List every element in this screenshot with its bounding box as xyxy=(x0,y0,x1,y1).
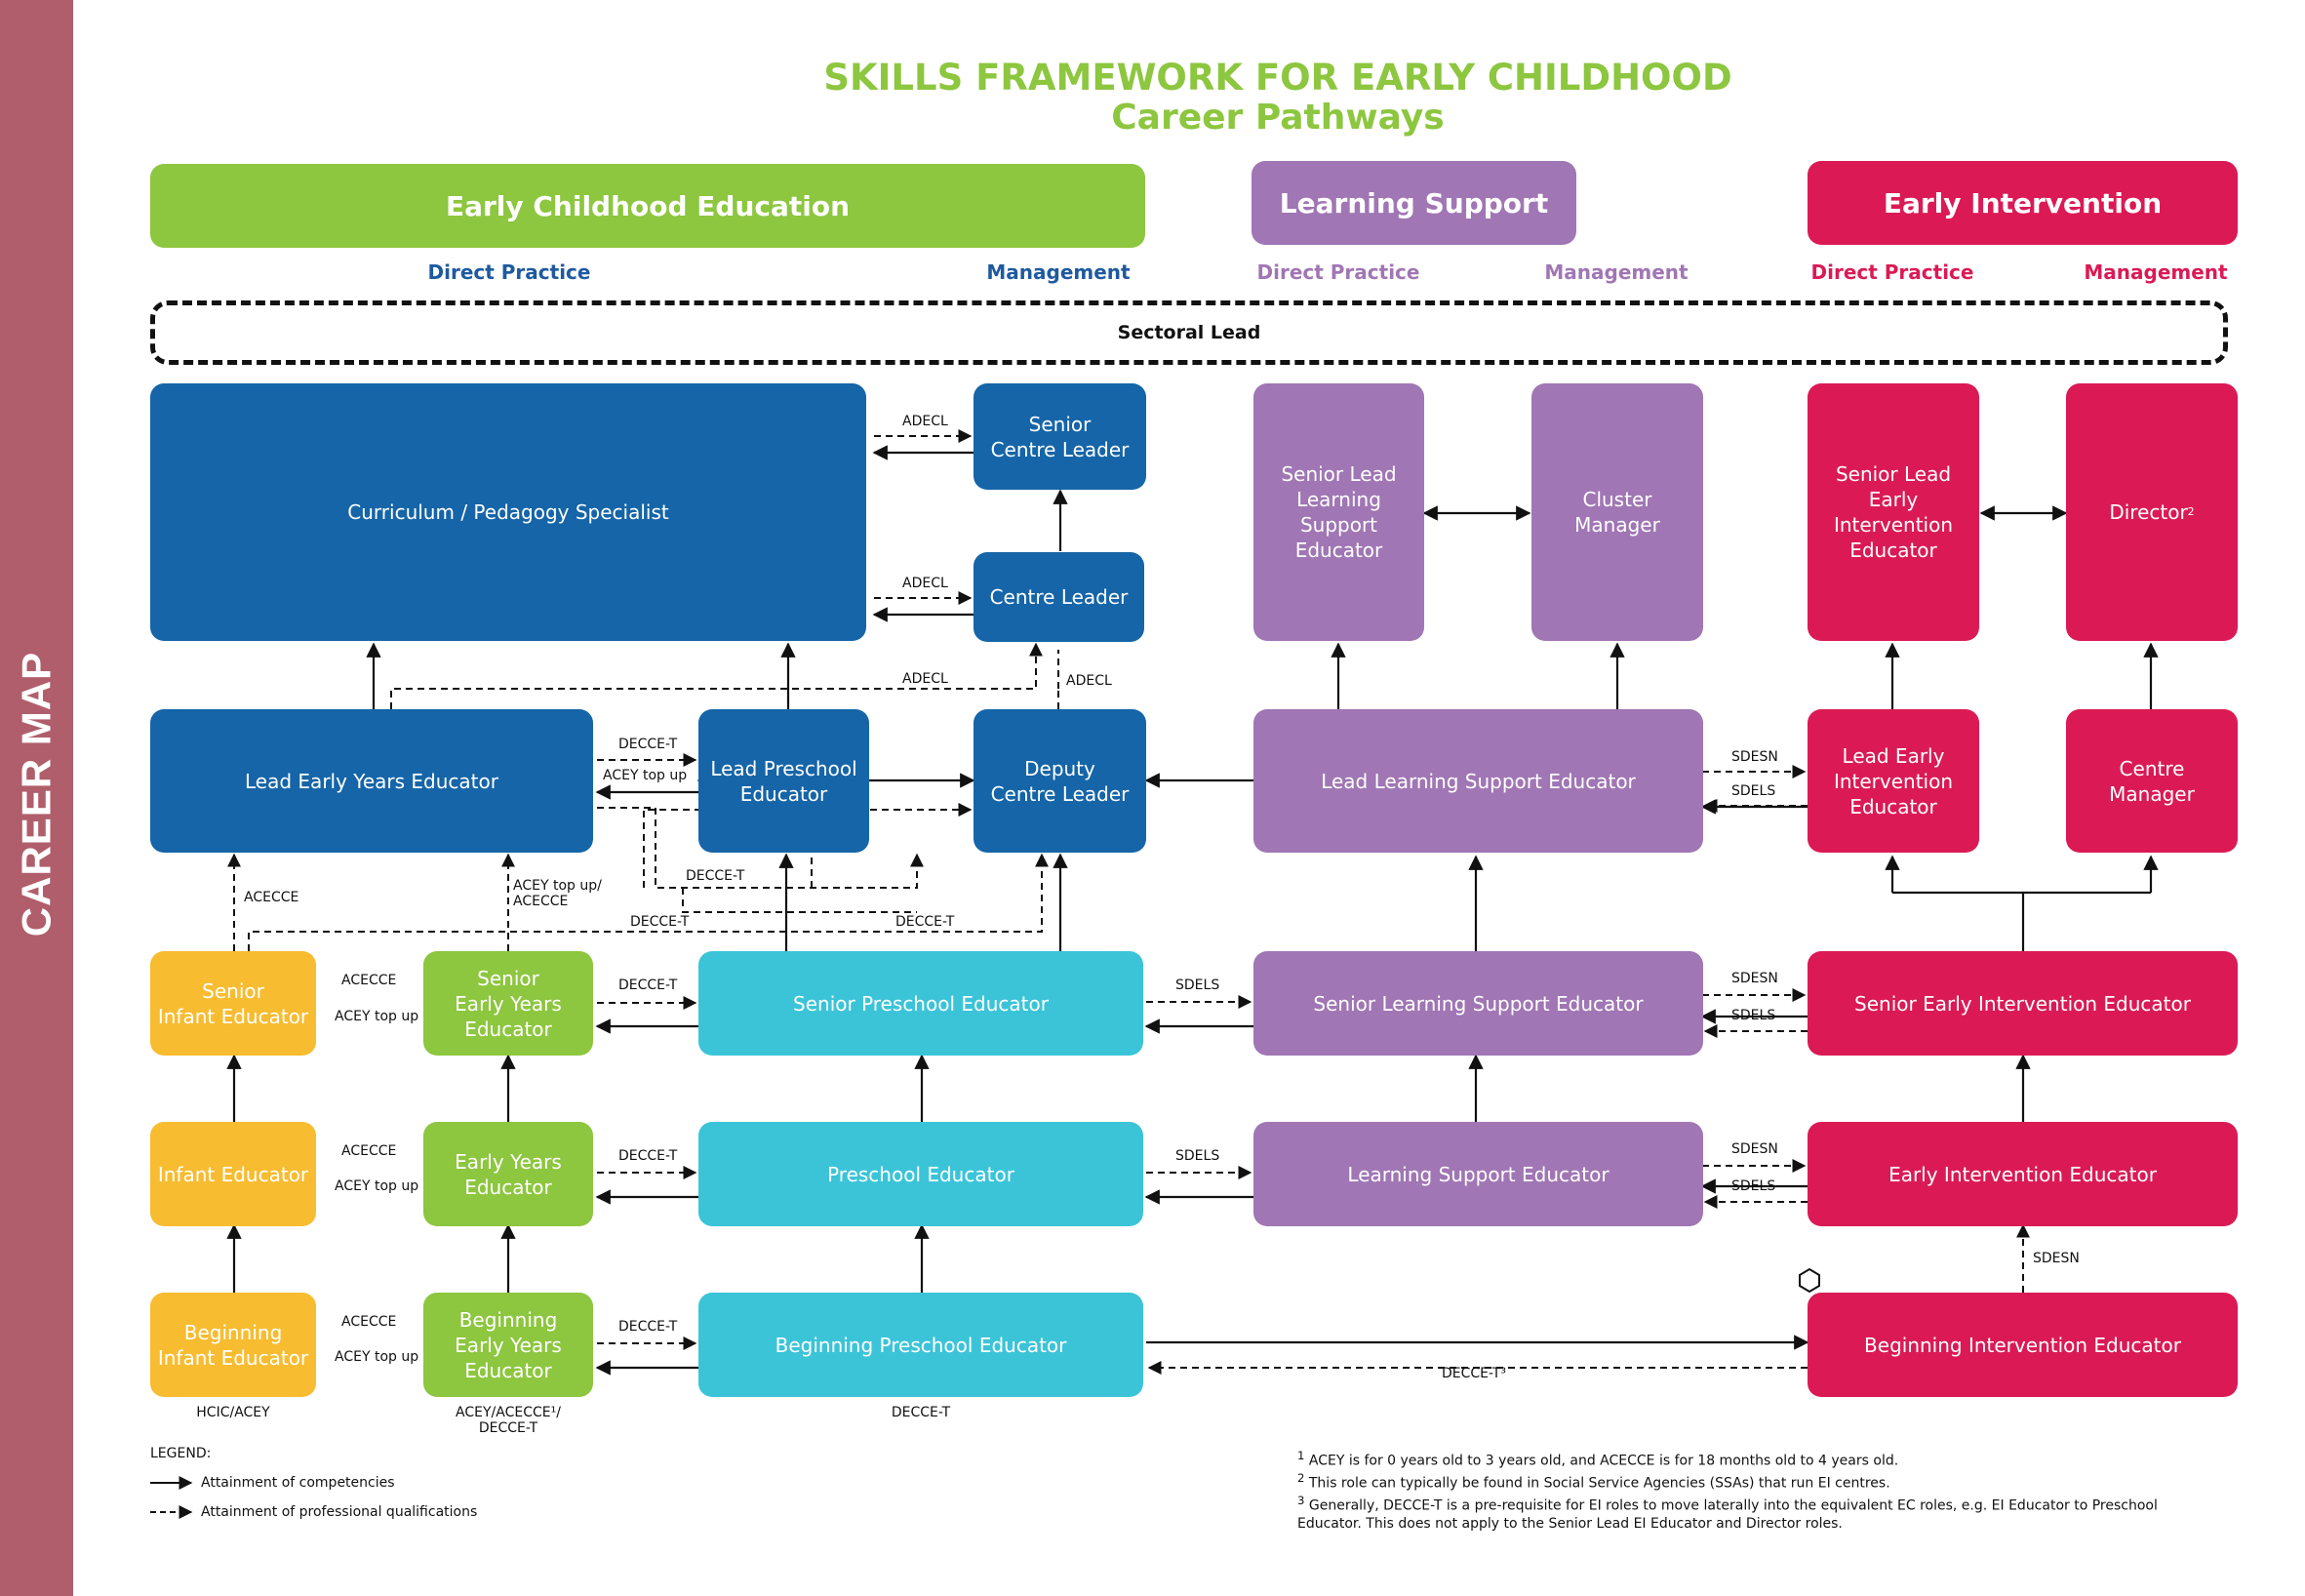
label-adecl: ADECL xyxy=(1066,673,1112,689)
footnote-2: 2 This role can typically be found in So… xyxy=(1297,1469,2234,1493)
label-decce-t: DECCE-T xyxy=(630,914,690,930)
role-infant-educator: Infant Educator xyxy=(150,1122,316,1226)
sector-header-ls: Learning Support xyxy=(1252,161,1576,245)
legend-solid-label: Attainment of competencies xyxy=(201,1475,395,1491)
label-acey-top-up: ACEY top up xyxy=(335,1178,419,1194)
role-beginning-infant-educator: Beginning Infant Educator xyxy=(150,1293,316,1397)
role-centre-leader: Centre Leader xyxy=(974,552,1144,642)
role-senior-early-years-educator: Senior Early Years Educator xyxy=(423,951,593,1056)
label-acey-acecce-decce-t: ACEY/ACECCE¹/ DECCE-T xyxy=(456,1405,561,1436)
label-adecl: ADECL xyxy=(902,414,948,429)
label-decce-t: DECCE-T xyxy=(895,914,955,930)
label-decce-t: DECCE-T xyxy=(618,1148,678,1164)
role-centre-manager: Centre Manager xyxy=(2066,709,2238,853)
role-early-years-educator: Early Years Educator xyxy=(423,1122,593,1226)
role-beginning-preschool-educator: Beginning Preschool Educator xyxy=(698,1293,1143,1397)
label-sdesn: SDESN xyxy=(1731,971,1778,986)
label-decce-t: DECCE-T xyxy=(618,978,678,993)
role-senior-learning-support-educator: Senior Learning Support Educator xyxy=(1253,951,1703,1056)
footnote-3-marker: 3 xyxy=(1297,1494,1305,1507)
role-curriculum-pedagogy-specialist: Curriculum / Pedagogy Specialist xyxy=(150,383,866,641)
footnote-1-marker: 1 xyxy=(1297,1449,1305,1462)
role-learning-support-educator: Learning Support Educator xyxy=(1253,1122,1703,1226)
sectoral-lead-label: Sectoral Lead xyxy=(1117,322,1261,343)
role-senior-preschool-educator: Senior Preschool Educator xyxy=(698,951,1143,1056)
label-sdels: SDELS xyxy=(1731,1178,1776,1194)
footnote-3-text: Generally, DECCE-T is a pre-requisite fo… xyxy=(1297,1497,2158,1532)
role-lead-early-years-educator: Lead Early Years Educator xyxy=(150,709,593,853)
footnote-1-text: ACEY is for 0 years old to 3 years old, … xyxy=(1308,1453,1899,1469)
sidebar: CAREER MAP xyxy=(0,0,73,1596)
label-sdesn: SDESN xyxy=(2033,1251,2080,1266)
label-acey-top-up: ACEY top up xyxy=(603,768,688,783)
legend-title: LEGEND: xyxy=(150,1446,212,1461)
role-senior-lead-early-intervention-educator: Senior Lead Early Intervention Educator xyxy=(1808,383,1979,641)
page-subtitle: Career Pathways xyxy=(1111,98,1445,138)
role-lead-early-intervention-educator: Lead Early Intervention Educator xyxy=(1808,709,1979,853)
label-adecl: ADECL xyxy=(902,671,948,687)
page-title: SKILLS FRAMEWORK FOR EARLY CHILDHOOD xyxy=(823,57,1732,99)
role-preschool-educator: Preschool Educator xyxy=(698,1122,1143,1226)
label-sdels: SDELS xyxy=(1731,1008,1776,1023)
label-decce-t: DECCE-T xyxy=(618,737,678,752)
subheading-ei-mgmt: Management xyxy=(2084,260,2228,284)
role-deputy-centre-leader: Deputy Centre Leader xyxy=(974,709,1146,853)
subheading-ls-direct: Direct Practice xyxy=(1256,260,1420,284)
role-director-footnote: 2 xyxy=(2187,505,2195,518)
label-decce-t: DECCE-T xyxy=(618,1319,678,1335)
role-senior-early-intervention-educator: Senior Early Intervention Educator xyxy=(1808,951,2238,1056)
role-early-intervention-educator: Early Intervention Educator xyxy=(1808,1122,2238,1226)
role-beginning-early-years-educator: Beginning Early Years Educator xyxy=(423,1293,593,1397)
role-lead-preschool-educator: Lead Preschool Educator xyxy=(698,709,869,853)
label-acecce: ACECCE xyxy=(341,1314,397,1330)
role-beginning-intervention-educator: Beginning Intervention Educator xyxy=(1808,1293,2238,1397)
role-director-label: Director xyxy=(2109,500,2188,524)
footnote-3: 3 Generally, DECCE-T is a pre-requisite … xyxy=(1297,1492,2234,1533)
role-senior-centre-leader: Senior Centre Leader xyxy=(974,383,1146,490)
label-decce-t-footnote: DECCE-T³ xyxy=(1442,1366,1506,1381)
label-sdels: SDELS xyxy=(1175,1148,1220,1164)
label-acecce: ACECCE xyxy=(341,1143,397,1159)
label-acey-top-up: ACEY top up xyxy=(335,1349,419,1365)
sector-header-ece: Early Childhood Education xyxy=(150,164,1145,248)
label-decce-t: DECCE-T xyxy=(686,868,745,884)
footnote-1: 1 ACEY is for 0 years old to 3 years old… xyxy=(1297,1447,2234,1470)
label-sdels: SDELS xyxy=(1731,783,1776,799)
sector-header-ei: Early Intervention xyxy=(1808,161,2238,245)
sectoral-lead-box: Sectoral Lead xyxy=(150,300,2228,365)
subheading-ece-direct: Direct Practice xyxy=(427,260,591,284)
label-acey-top-up: ACEY top up xyxy=(335,1009,419,1024)
label-acey-top-up-acecce: ACEY top up/ ACECCE xyxy=(513,878,602,909)
legend-dashed-label: Attainment of professional qualification… xyxy=(201,1504,478,1520)
label-sdesn: SDESN xyxy=(1731,749,1778,765)
role-cluster-manager: Cluster Manager xyxy=(1531,383,1703,641)
subheading-ls-mgmt: Management xyxy=(1544,260,1689,284)
role-senior-lead-learning-support-educator: Senior Lead Learning Support Educator xyxy=(1253,383,1424,641)
label-sdesn: SDESN xyxy=(1731,1141,1778,1157)
subheading-ei-direct: Direct Practice xyxy=(1810,260,1974,284)
label-decce-t-bottom: DECCE-T xyxy=(891,1405,951,1420)
label-hcic-acey: HCIC/ACEY xyxy=(196,1405,270,1420)
label-acecce: ACECCE xyxy=(244,890,299,905)
label-adecl: ADECL xyxy=(902,576,948,591)
footnote-2-marker: 2 xyxy=(1297,1471,1305,1485)
label-sdels: SDELS xyxy=(1175,978,1220,993)
role-lead-learning-support-educator: Lead Learning Support Educator xyxy=(1253,709,1703,853)
footnote-2-text: This role can typically be found in Soci… xyxy=(1308,1475,1890,1492)
role-senior-infant-educator: Senior Infant Educator xyxy=(150,951,316,1056)
subheading-ece-mgmt: Management xyxy=(986,260,1131,284)
label-acecce: ACECCE xyxy=(341,973,397,988)
